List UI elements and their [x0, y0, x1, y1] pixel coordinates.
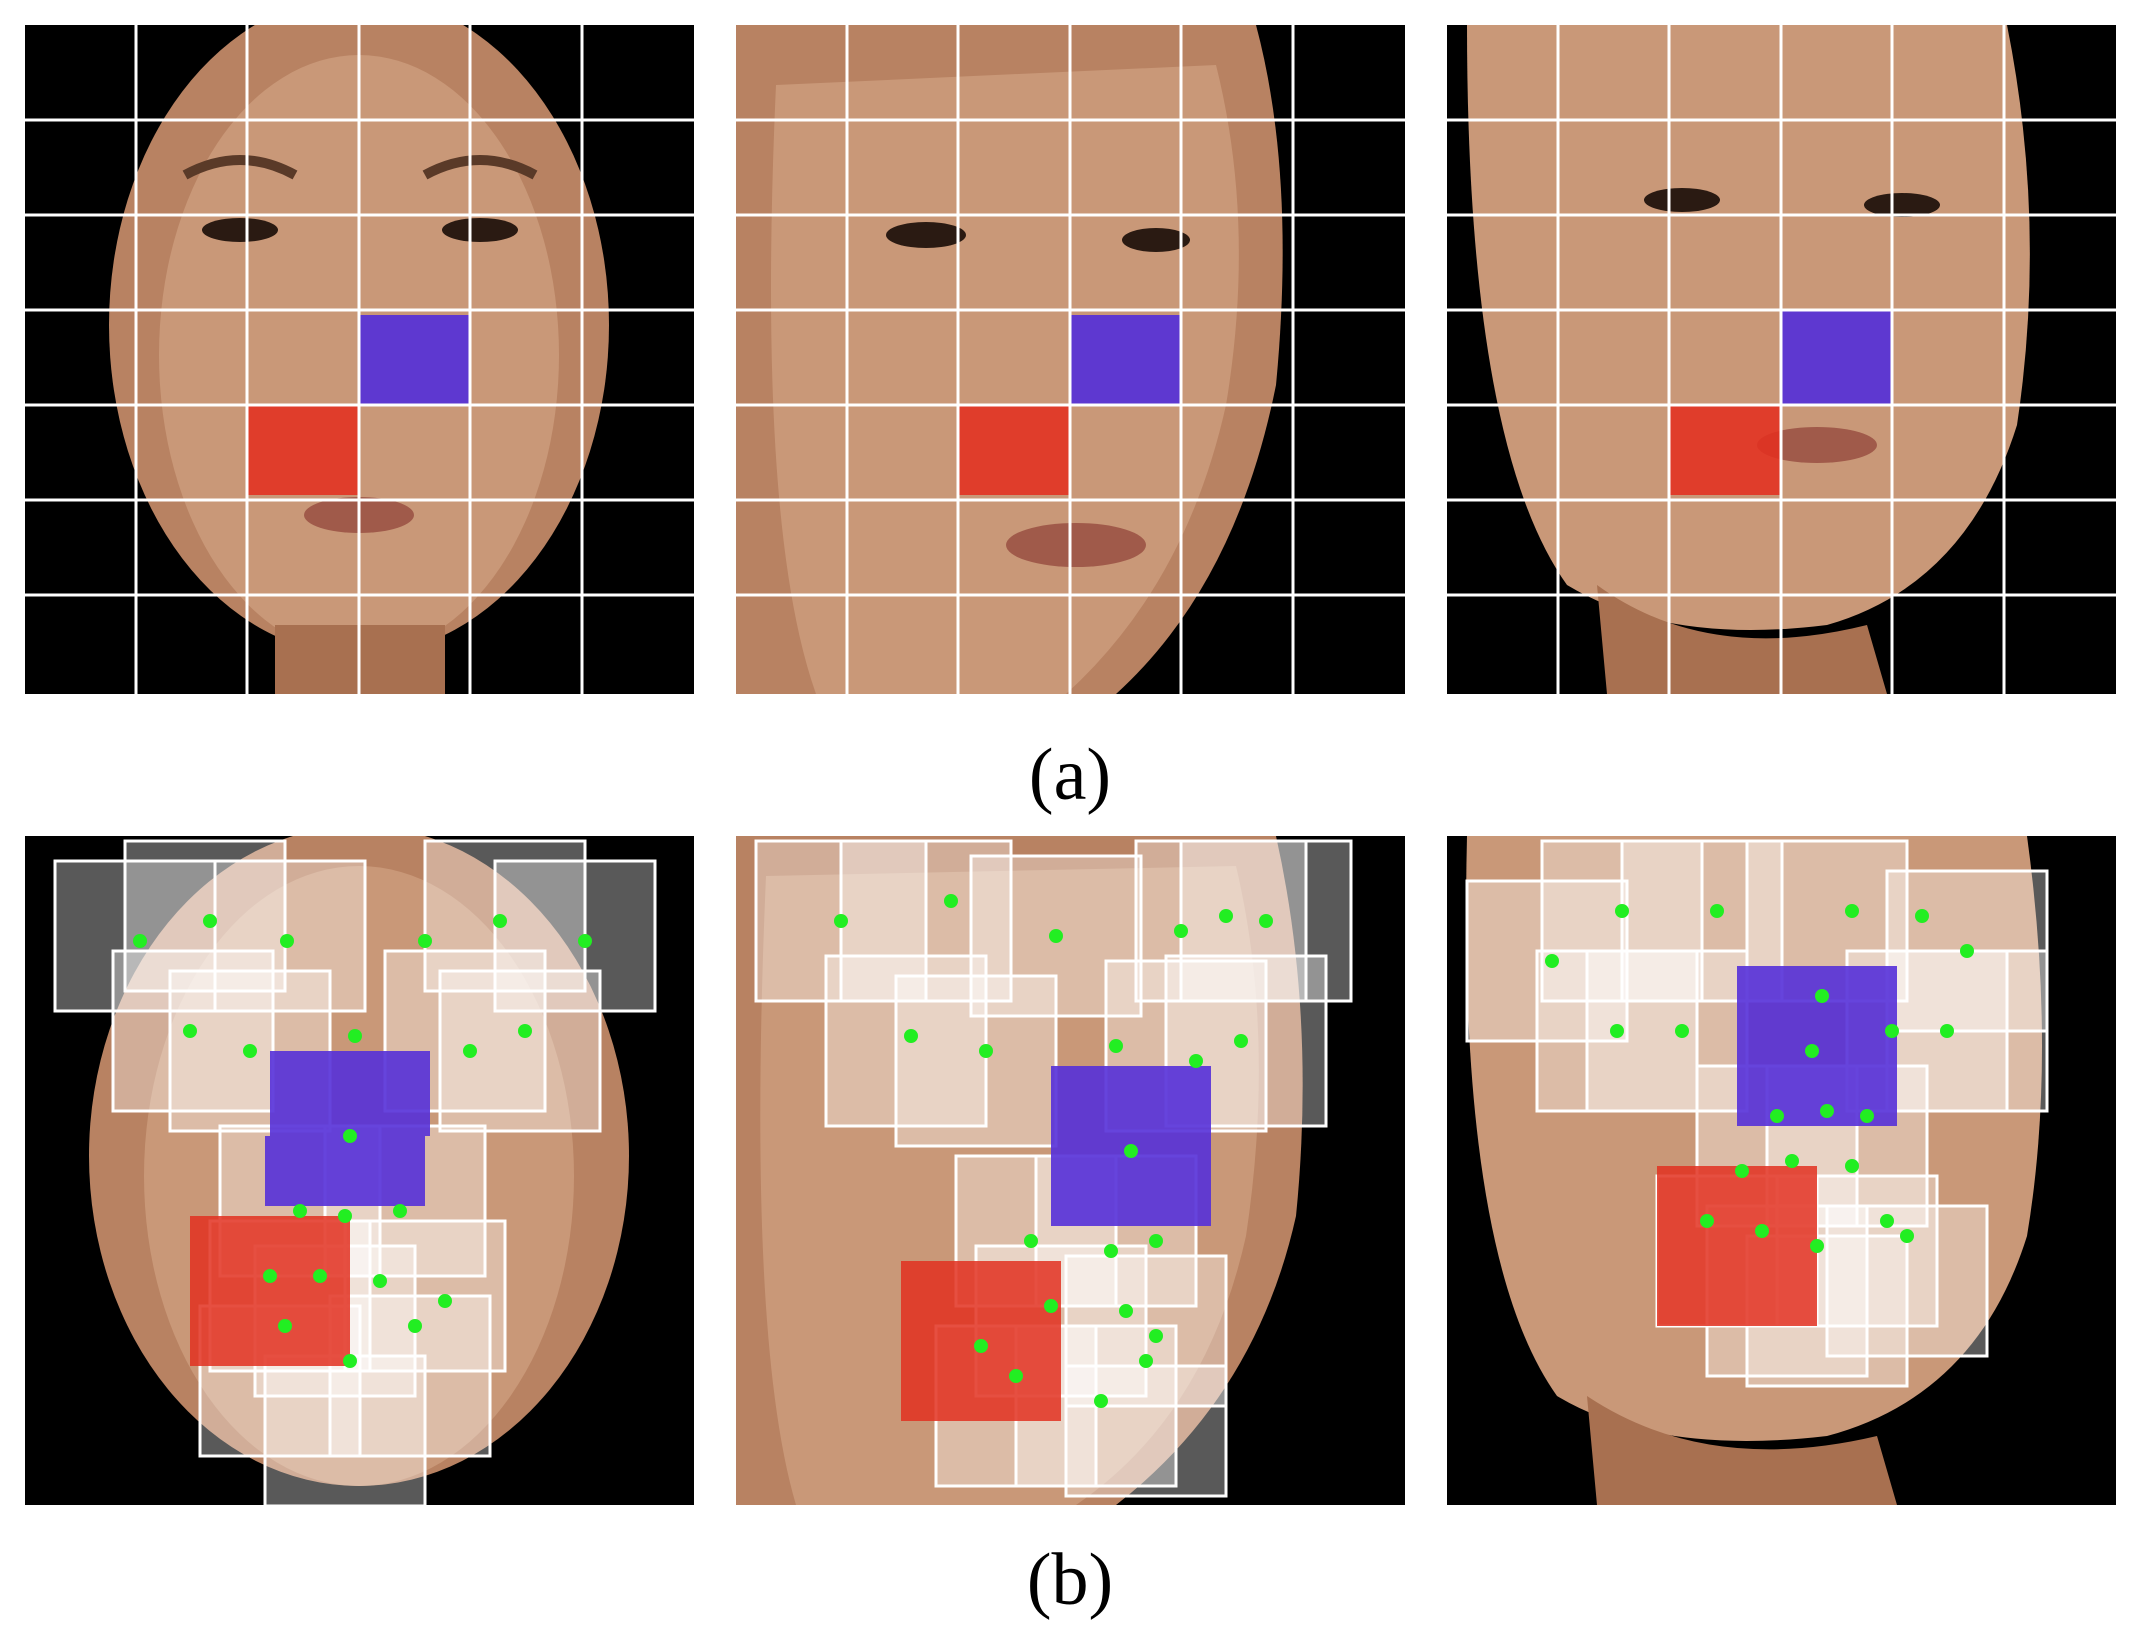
subfigure-caption-a: (a) — [1028, 734, 1112, 816]
red-patch — [1657, 1166, 1817, 1326]
face-grid-image-tilted — [1447, 25, 2116, 694]
blue-patch — [270, 1051, 430, 1136]
red-patch — [958, 405, 1070, 495]
blue-patch — [359, 315, 470, 405]
landmark-points — [133, 914, 592, 1368]
blue-patch — [1737, 966, 1897, 1126]
right-eye — [1864, 193, 1940, 217]
right-eye — [442, 218, 518, 242]
mouth — [1006, 523, 1146, 567]
uniform-grid — [25, 25, 694, 694]
mouth — [1757, 427, 1877, 463]
subfigure-caption-b: (b) — [1026, 1539, 1114, 1621]
blue-patch-lower — [265, 1136, 425, 1206]
red-patch — [247, 405, 359, 495]
face-grid-panel-frontal — [25, 25, 694, 694]
blue-patch — [1781, 310, 1892, 405]
face-landmark-image-turned — [736, 836, 1353, 1505]
red-patch — [1669, 405, 1781, 495]
red-patch — [190, 1216, 350, 1366]
uniform-grid — [1447, 25, 2116, 694]
uniform-grid — [736, 25, 1405, 694]
blue-patch — [1070, 315, 1181, 405]
landmark-points — [1545, 904, 1974, 1253]
face-landmark-image-tilted — [1465, 836, 2049, 1505]
face-grid-panel-turned — [736, 25, 1405, 694]
face-landmark-panel-frontal — [25, 836, 694, 1505]
left-eye — [886, 222, 966, 248]
left-eye — [1644, 188, 1720, 212]
face-landmark-image-frontal — [53, 836, 657, 1505]
landmark-points — [834, 894, 1273, 1408]
left-eye — [202, 218, 278, 242]
face-landmark-panel-turned — [736, 836, 1405, 1505]
face-grid-image-turned — [736, 25, 1405, 694]
face-grid-image-frontal — [25, 25, 694, 694]
face-grid-panel-tilted — [1447, 25, 2116, 694]
right-eye — [1122, 228, 1190, 252]
face-landmark-panel-tilted — [1447, 836, 2116, 1505]
